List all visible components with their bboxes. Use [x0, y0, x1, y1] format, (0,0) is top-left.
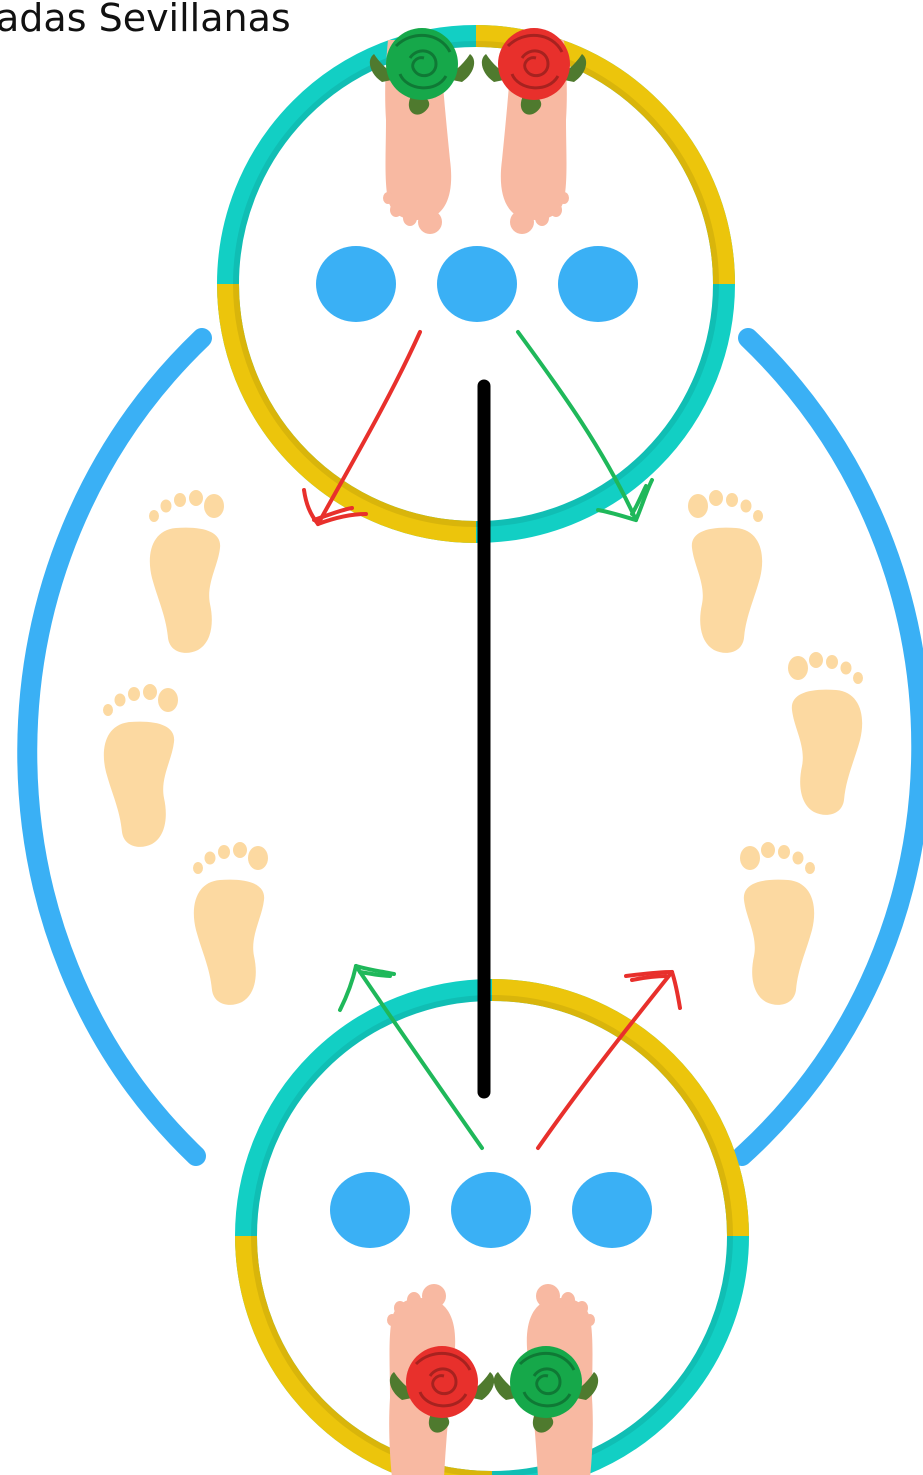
- footprint-icon: [103, 684, 178, 847]
- footprint-icon: [193, 842, 268, 1005]
- footprint-icon: [149, 490, 224, 653]
- circle-marker-icon: [558, 246, 638, 322]
- circle-marker-icon: [330, 1172, 410, 1248]
- footprint-icon: [740, 842, 815, 1005]
- footprint-icon: [788, 652, 863, 815]
- circle-marker-icon: [437, 246, 517, 322]
- arrow-green-top: [518, 332, 652, 520]
- page-title: adas Sevillanas: [0, 0, 291, 42]
- top-feet-icon: [370, 28, 586, 234]
- circle-marker-icon: [572, 1172, 652, 1248]
- footprint-icon: [688, 490, 763, 653]
- circle-marker-icon: [451, 1172, 531, 1248]
- circle-marker-icon: [316, 246, 396, 322]
- bottom-feet-icon: [387, 1284, 598, 1475]
